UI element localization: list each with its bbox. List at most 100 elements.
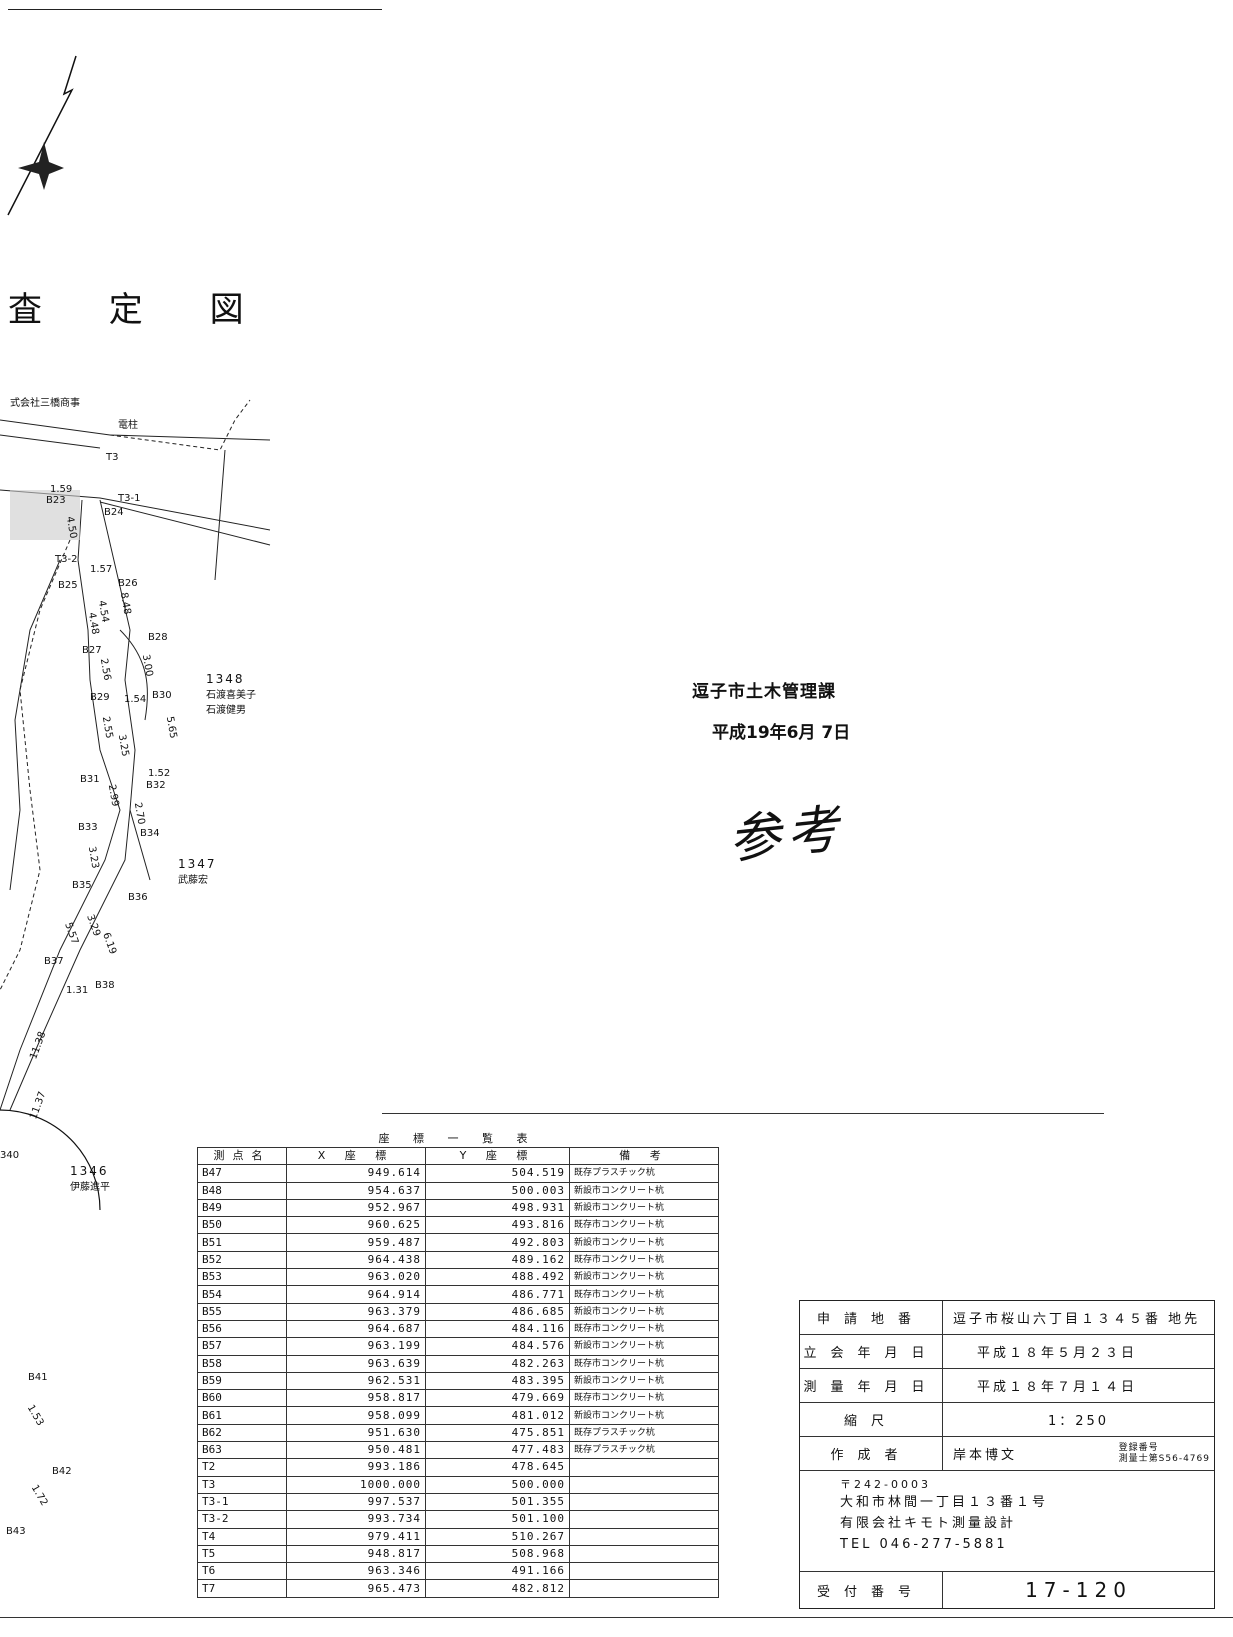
cell-y: 501.100: [425, 1510, 570, 1529]
cell-note: [569, 1562, 719, 1581]
map-point-label: B28: [148, 632, 168, 643]
cell-note: 既存市コンクリート杭: [569, 1285, 719, 1304]
info-value: 1：250: [1047, 1414, 1110, 1429]
cell-x: 948.817: [286, 1544, 426, 1564]
cell-point-name: B54: [197, 1285, 287, 1304]
map-point-label: B37: [44, 956, 64, 967]
cell-point-name: B60: [197, 1389, 287, 1408]
divider: [382, 1113, 1104, 1114]
receipt-number: 17-120: [1025, 1578, 1132, 1602]
info-value: 平成１８年５月２３日: [977, 1346, 1138, 1361]
cell-point-name: T6: [197, 1562, 287, 1581]
survey-map: [0, 399, 271, 1210]
cell-y: 478.645: [425, 1458, 570, 1477]
map-point-label: B38: [95, 980, 115, 991]
cell-note: 既存市コンクリート杭: [569, 1250, 719, 1270]
cell-y: 481.012: [425, 1406, 570, 1425]
cell-x: 993.734: [286, 1510, 426, 1529]
cell-point-name: B51: [197, 1233, 287, 1252]
lot-owner: 石渡健男: [206, 705, 246, 716]
document-title: 査 定 図: [8, 290, 272, 330]
cell-point-name: T4: [197, 1527, 287, 1546]
map-point-label: B32: [146, 780, 166, 791]
cell-y: 510.267: [425, 1527, 570, 1546]
cell-y: 498.931: [425, 1198, 570, 1218]
cell-note: 既存プラスチック杭: [569, 1423, 719, 1443]
cell-point-name: B57: [197, 1337, 287, 1356]
cell-note: [569, 1579, 719, 1598]
cell-note: 新設市コンクリート杭: [569, 1198, 719, 1218]
cell-y: 500.000: [425, 1475, 570, 1494]
cell-y: 479.669: [425, 1389, 570, 1408]
stamp-reference-mark: 参考: [725, 799, 848, 871]
postal-code: 〒242-0003: [840, 1478, 931, 1491]
cell-x: 963.020: [286, 1268, 426, 1287]
map-distance-label: 1.52: [148, 768, 171, 779]
cell-point-name: B63: [197, 1441, 287, 1460]
info-value: 平成１８年７月１４日: [977, 1380, 1138, 1395]
cell-y: 484.116: [425, 1319, 570, 1339]
stamp-office: 逗子市土木管理課: [692, 682, 836, 702]
cell-x: 979.411: [286, 1527, 426, 1546]
info-row: 申請地番 逗子市桜山六丁目１３４５番 地先: [800, 1301, 1214, 1335]
map-point-label: B31: [80, 774, 100, 785]
info-label: 受付番号: [800, 1572, 943, 1608]
receipt-row: 受付番号 17-120: [800, 1572, 1214, 1608]
cell-y: 504.519: [425, 1164, 570, 1183]
info-label: 立会年月日: [800, 1335, 943, 1368]
address: 大和市林間一丁目１３番１号: [840, 1495, 1049, 1510]
map-distance-label: 1.53: [24, 1403, 46, 1428]
registration-value: 測量士第S56-4769: [1118, 1453, 1210, 1464]
map-pole-label: 電柱: [118, 420, 138, 431]
map-point-label: B36: [128, 892, 148, 903]
cell-point-name: T3-2: [197, 1510, 287, 1529]
map-point-label: T3: [106, 452, 119, 463]
cell-point-name: T3-1: [197, 1492, 287, 1512]
map-point-label: T3-2: [55, 554, 78, 565]
cell-x: 964.438: [286, 1250, 426, 1270]
registration-label: 登録番号: [1118, 1442, 1159, 1453]
cell-point-name: B50: [197, 1216, 287, 1235]
cell-note: 新設市コンクリート杭: [569, 1268, 719, 1287]
cell-note: 新設市コンクリート杭: [569, 1337, 719, 1356]
cell-y: 500.003: [425, 1181, 570, 1200]
phone-number: TEL 046-277-5881: [840, 1537, 1008, 1552]
cell-point-name: B59: [197, 1371, 287, 1391]
cell-note: [569, 1492, 719, 1512]
cell-note: 既存市コンクリート杭: [569, 1319, 719, 1339]
cell-point-name: B47: [197, 1164, 287, 1183]
cell-y: 482.263: [425, 1354, 570, 1373]
cell-x: 963.346: [286, 1562, 426, 1581]
cell-x: 965.473: [286, 1579, 426, 1598]
registration: 登録番号 測量士第S56-4769: [1119, 1443, 1214, 1465]
map-point-label: B42: [52, 1466, 72, 1477]
cell-note: [569, 1458, 719, 1477]
cell-point-name: B52: [197, 1250, 287, 1270]
north-arrow-icon: [7, 55, 77, 216]
cell-x: 952.967: [286, 1198, 426, 1218]
cell-x: 951.630: [286, 1423, 426, 1443]
cell-point-name: T7: [197, 1579, 287, 1598]
surveyor-address: 〒242-0003 大和市林間一丁目１３番１号 有限会社キモト測量設計 TEL …: [800, 1471, 1214, 1572]
cell-y: 475.851: [425, 1423, 570, 1443]
map-point-label: B27: [82, 645, 102, 656]
info-row: 縮尺 1：250: [800, 1403, 1214, 1437]
cell-note: 新設市コンクリート杭: [569, 1371, 719, 1391]
lot-number: 1348: [206, 672, 245, 686]
map-point-label: B25: [58, 580, 78, 591]
cell-point-name: B49: [197, 1198, 287, 1218]
lot-1346: 1346 伊藤進平: [70, 1164, 110, 1193]
cell-x: 959.487: [286, 1233, 426, 1252]
cell-point-name: T2: [197, 1458, 287, 1477]
cell-point-name: B53: [197, 1268, 287, 1287]
